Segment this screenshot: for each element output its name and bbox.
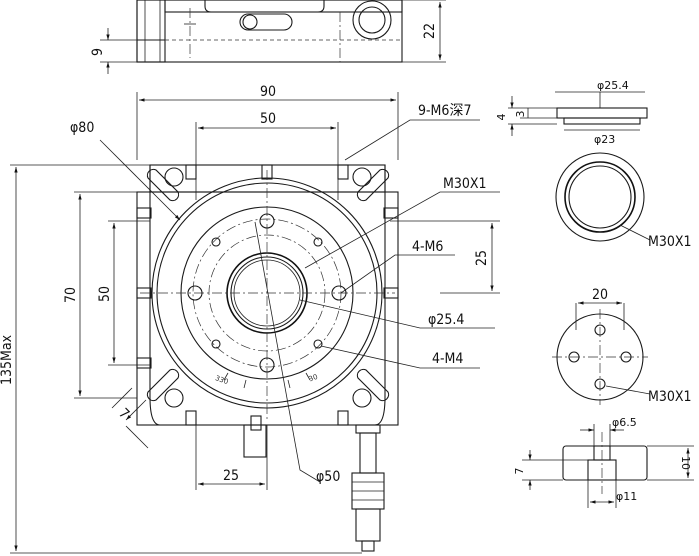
label-slot-7: 7 bbox=[115, 406, 132, 423]
label-4m6: 4-M6 bbox=[412, 239, 443, 255]
label-9m6-holes: 9-M6深7 bbox=[418, 103, 471, 119]
ring-side-view: φ25.4 φ23 4 3 bbox=[495, 79, 648, 146]
label-phi80: φ80 bbox=[70, 120, 94, 136]
label-plate-m30x1: M30X1 bbox=[648, 389, 692, 405]
label-phi25-4-main: φ25.4 bbox=[428, 312, 464, 328]
cover-plate-view: 20 M30X1 bbox=[552, 287, 692, 405]
label-ring-3: 3 bbox=[514, 111, 527, 118]
label-top-offset: 9 bbox=[90, 48, 106, 56]
ring-top-view: M30X1 bbox=[555, 152, 692, 250]
plug-side-view: φ6.5 φ11 7 10 bbox=[513, 416, 694, 508]
label-dim-25-right: 25 bbox=[474, 250, 490, 266]
scale-label-30: 30 bbox=[308, 373, 319, 384]
label-plug-10: 10 bbox=[679, 456, 692, 470]
label-plate-20: 20 bbox=[592, 287, 608, 303]
label-top-height: 22 bbox=[422, 23, 438, 39]
top-side-view: 22 9 bbox=[90, 0, 446, 74]
label-ring-phi23: φ23 bbox=[594, 133, 615, 146]
main-plan-view: 90 50 bbox=[0, 84, 500, 554]
label-plug-7: 7 bbox=[513, 468, 526, 475]
label-ring-phi25-4: φ25.4 bbox=[597, 79, 629, 92]
label-ring-m30x1: M30X1 bbox=[648, 234, 692, 250]
label-height-70: 70 bbox=[63, 287, 79, 303]
label-width-50: 50 bbox=[260, 111, 276, 127]
label-plug-phi11: φ11 bbox=[616, 490, 637, 503]
label-height-50: 50 bbox=[97, 286, 113, 302]
label-plug-phi6-5: φ6.5 bbox=[612, 416, 637, 429]
label-dim-25-bottom: 25 bbox=[223, 468, 239, 484]
label-width-90: 90 bbox=[260, 84, 276, 100]
scale-label-330: 330 bbox=[214, 374, 229, 386]
label-ring-4: 4 bbox=[495, 114, 508, 121]
label-phi50: φ50 bbox=[316, 469, 340, 485]
label-4m4: 4-M4 bbox=[432, 351, 463, 367]
label-height-135max: 135Max bbox=[0, 334, 15, 385]
label-m30x1-main: M30X1 bbox=[443, 176, 487, 192]
